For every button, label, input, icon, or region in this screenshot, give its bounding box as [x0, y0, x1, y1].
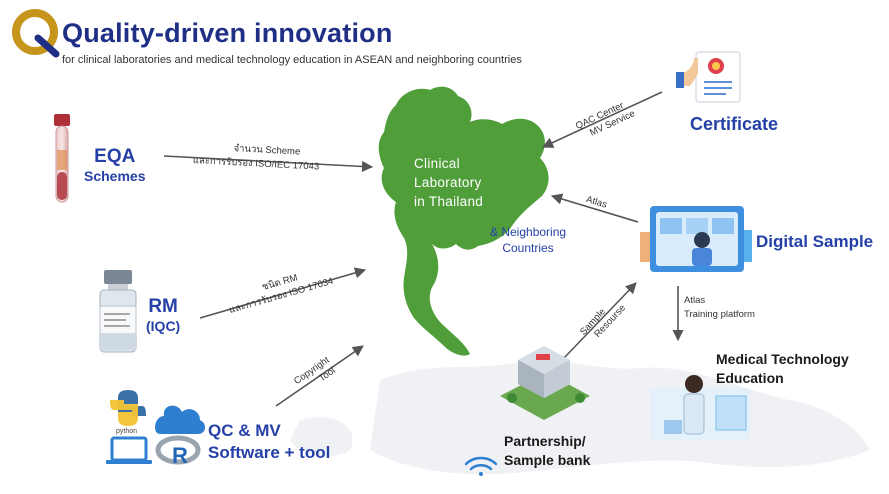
vial-icon — [99, 270, 137, 353]
svg-text:R: R — [172, 443, 188, 468]
laptop-icon — [106, 436, 152, 464]
center-label: Clinical Laboratory in Thailand — [414, 154, 483, 211]
arrow-eqa — [163, 155, 374, 173]
education-label: Medical Technology Education — [716, 350, 849, 388]
building-icon — [500, 346, 590, 420]
certificate-label: Certificate — [690, 114, 779, 134]
certificate-icon — [676, 51, 741, 103]
arrow-partnership — [563, 282, 637, 359]
cloud-icon — [155, 405, 206, 434]
partnership-label: Partnership/ Sample bank — [504, 432, 590, 470]
eqa-label-line2: Schemes — [84, 168, 146, 184]
center-label-line1: Clinical — [414, 156, 460, 171]
eqa-label: EQA Schemes — [84, 146, 145, 184]
qc-label: QC & MV Software + tool — [208, 420, 330, 464]
education-edge-line2: Training platform — [684, 309, 755, 320]
center-label-line2: Laboratory — [414, 175, 482, 190]
education-edge-line1: Atlas — [684, 295, 706, 306]
eqa-label-line1: EQA — [94, 146, 136, 167]
rm-label-line1: RM — [148, 296, 178, 317]
neighbor-label: & Neighboring Countries — [490, 224, 566, 256]
logo-icon — [12, 9, 60, 58]
neighbor-label-line2: Countries — [502, 241, 554, 255]
thailand-map — [378, 86, 549, 356]
rm-label-line2: (IQC) — [146, 318, 181, 334]
neighbor-label-line1: & Neighboring — [490, 225, 567, 239]
arrow-qc — [275, 345, 364, 407]
page-title: Quality-driven innovation — [62, 18, 393, 48]
arrow-rm — [199, 267, 367, 319]
qc-label-line1: QC & MV — [208, 421, 281, 440]
digital-sample-icon — [640, 206, 752, 272]
arrow-digital — [550, 193, 639, 223]
python-caption: python — [116, 428, 138, 435]
education-label-line1: Medical Technology — [716, 351, 849, 367]
digital-sample-label: Digital Sample — [756, 232, 874, 251]
qc-label-line2: Software + tool — [208, 443, 331, 462]
page-subtitle: for clinical laboratories and medical te… — [62, 54, 522, 66]
wifi-icon — [464, 456, 498, 476]
education-edge-label: Atlas Training platform — [684, 294, 755, 322]
center-label-line3: in Thailand — [414, 194, 484, 209]
partnership-label-line1: Partnership/ — [504, 433, 586, 449]
partnership-label-line2: Sample bank — [504, 452, 591, 468]
python-icon — [110, 390, 146, 426]
blood-tube-icon — [54, 114, 70, 203]
education-label-line2: Education — [716, 370, 784, 386]
education-icon — [650, 375, 750, 440]
arrow-certificate — [541, 91, 663, 148]
r-logo-icon: R — [155, 435, 201, 468]
rm-label: RM (IQC) — [146, 296, 180, 334]
diagram-arrows — [163, 91, 684, 407]
